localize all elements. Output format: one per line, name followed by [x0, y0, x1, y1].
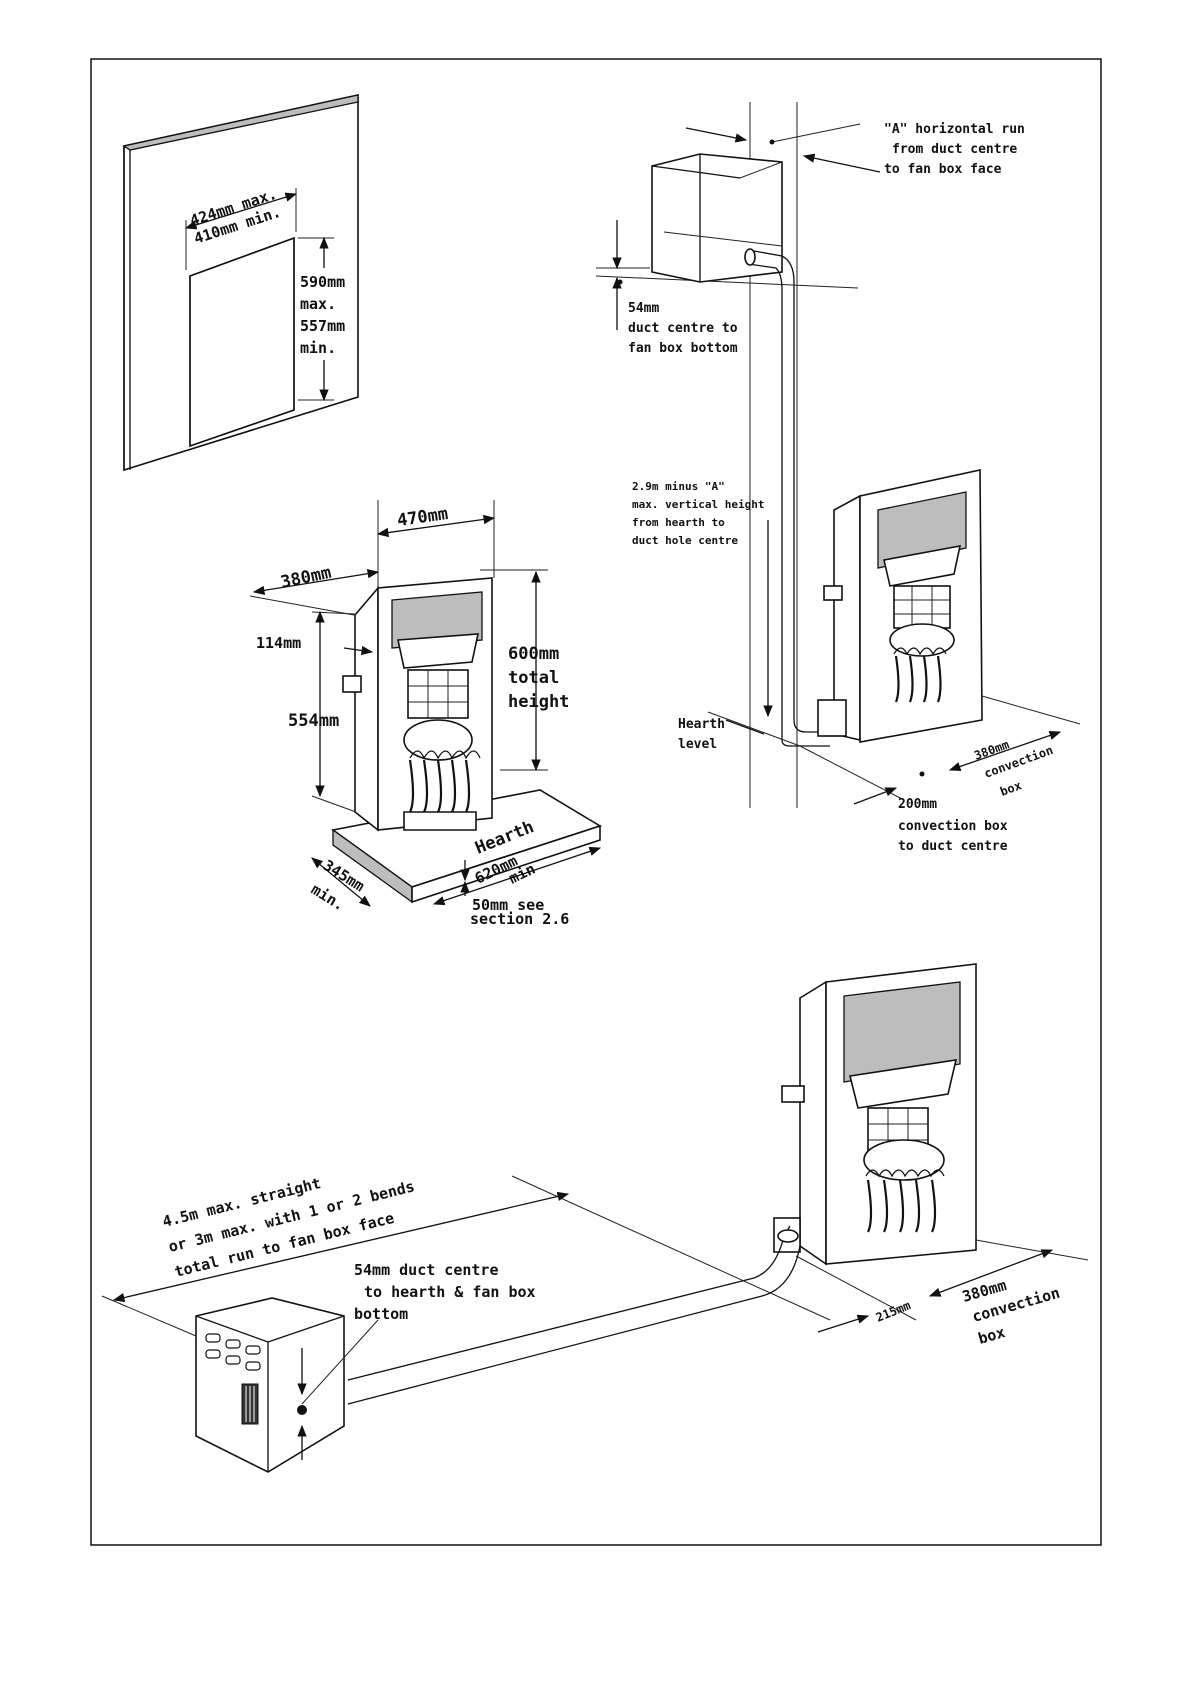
hearth-thick-1: 50mm see: [472, 896, 544, 914]
convection-h-3: box: [976, 1323, 1007, 1348]
opening-height-3: 557mm: [300, 317, 345, 335]
side-offset-label: 114mm: [256, 634, 301, 652]
opening-height-2: max.: [300, 295, 336, 313]
hearth-level-1: Hearth: [678, 717, 725, 732]
conv-duct-3: to duct centre: [898, 839, 1008, 854]
opening-height-1: 590mm: [300, 273, 345, 291]
vertical-duct-pipe: [747, 249, 830, 747]
fan-box-vertical: [651, 153, 783, 283]
opening-width-arrow: [184, 192, 298, 230]
offset-1: 54mm: [628, 301, 659, 316]
side-height-label: 554mm: [288, 711, 339, 731]
centre-3: bottom: [354, 1305, 408, 1323]
vertical-height-1: 2.9m minus "A": [632, 480, 725, 493]
horizontal-run-2: from duct centre: [892, 142, 1017, 157]
conv-duct-1: 200mm: [898, 797, 937, 812]
horizontal-duct-panel: 4.5m max. straight or 3m max. with 1 or …: [101, 963, 1089, 1473]
offset-3: fan box bottom: [628, 341, 738, 356]
vertical-height-2: max. vertical height: [632, 498, 764, 511]
total-height-1: 600mm: [508, 644, 559, 664]
conv-duct-2: convection box: [898, 819, 1008, 834]
hearth-depth-2: min.: [308, 880, 348, 914]
hearth-level-2: level: [678, 737, 717, 752]
vertical-height-4: duct hole centre: [632, 534, 738, 547]
opening-height-4: min.: [300, 339, 336, 357]
fire-dimensions-panel: 470mm 380mm 114mm 554mm 600mm total heig…: [249, 500, 602, 928]
horizontal-duct-pipe: [347, 1225, 801, 1405]
vertical-duct-panel: "A" horizontal run from duct centre to f…: [595, 102, 1081, 854]
total-height-3: height: [508, 692, 569, 712]
fire-depth-label: 380mm: [279, 563, 333, 593]
hearth-thick-2: section 2.6: [470, 910, 569, 928]
opening-panel: 424mm max. 410mm min. 590mm max. 557mm m…: [122, 94, 359, 472]
horizontal-run-3: to fan box face: [884, 162, 1002, 177]
total-height-2: total: [508, 668, 559, 688]
page-border: [90, 58, 1102, 1546]
vertical-height-3: from hearth to: [632, 516, 725, 529]
convection-v-3: box: [998, 778, 1023, 799]
centre-2: to hearth & fan box: [364, 1283, 536, 1301]
side-gap-label: 215mm: [874, 1298, 913, 1325]
offset-2: duct centre to: [628, 321, 738, 336]
fire-width-label: 470mm: [396, 504, 449, 531]
fire-depth-arrow: [252, 569, 380, 595]
fire-width-arrow: [376, 514, 496, 538]
horizontal-run-1: "A" horizontal run: [884, 122, 1025, 137]
centre-1: 54mm duct centre: [354, 1261, 499, 1279]
